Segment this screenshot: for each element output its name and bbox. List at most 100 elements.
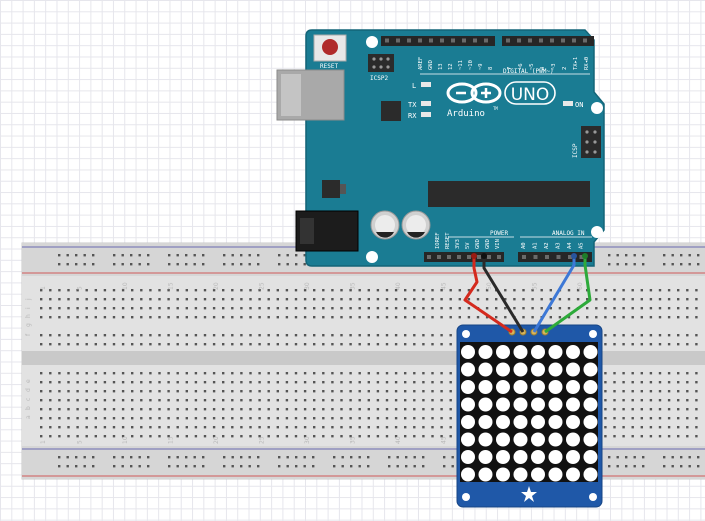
- terminal-hole[interactable]: [413, 381, 416, 384]
- terminal-hole[interactable]: [313, 417, 316, 420]
- rail-hole[interactable]: [147, 263, 150, 266]
- terminal-hole[interactable]: [358, 289, 361, 292]
- terminal-hole[interactable]: [531, 307, 534, 310]
- rail-hole[interactable]: [413, 465, 416, 468]
- terminal-hole[interactable]: [212, 372, 216, 375]
- terminal-hole[interactable]: [440, 316, 443, 319]
- terminal-hole[interactable]: [613, 435, 616, 438]
- terminal-hole[interactable]: [331, 289, 334, 292]
- terminal-hole[interactable]: [331, 390, 334, 393]
- terminal-hole[interactable]: [94, 307, 97, 310]
- terminal-hole[interactable]: [322, 390, 325, 393]
- terminal-hole[interactable]: [303, 316, 307, 319]
- terminal-hole[interactable]: [358, 372, 361, 375]
- terminal-hole[interactable]: [394, 343, 398, 346]
- terminal-hole[interactable]: [631, 381, 634, 384]
- header-pin[interactable]: [396, 38, 400, 43]
- terminal-hole[interactable]: [440, 343, 443, 346]
- terminal-hole[interactable]: [185, 408, 188, 411]
- terminal-hole[interactable]: [613, 426, 616, 429]
- terminal-hole[interactable]: [167, 435, 170, 438]
- terminal-hole[interactable]: [385, 417, 389, 420]
- terminal-hole[interactable]: [604, 316, 607, 319]
- terminal-hole[interactable]: [322, 298, 325, 301]
- terminal-hole[interactable]: [267, 372, 270, 375]
- terminal-hole[interactable]: [686, 390, 689, 393]
- terminal-hole[interactable]: [58, 372, 61, 375]
- terminal-hole[interactable]: [158, 334, 161, 337]
- terminal-hole[interactable]: [49, 417, 52, 420]
- terminal-hole[interactable]: [313, 316, 316, 319]
- terminal-hole[interactable]: [121, 408, 125, 411]
- rail-hole[interactable]: [168, 456, 171, 459]
- rail-hole[interactable]: [616, 263, 619, 266]
- terminal-hole[interactable]: [103, 417, 107, 420]
- terminal-hole[interactable]: [440, 307, 443, 310]
- terminal-hole[interactable]: [303, 289, 307, 292]
- rail-hole[interactable]: [312, 456, 315, 459]
- header-pin[interactable]: [457, 255, 461, 259]
- terminal-hole[interactable]: [176, 435, 179, 438]
- terminal-hole[interactable]: [58, 343, 61, 346]
- terminal-hole[interactable]: [640, 408, 643, 411]
- terminal-hole[interactable]: [121, 399, 125, 402]
- terminal-hole[interactable]: [367, 289, 370, 292]
- terminal-hole[interactable]: [67, 372, 70, 375]
- terminal-hole[interactable]: [294, 298, 298, 301]
- terminal-hole[interactable]: [103, 289, 107, 292]
- terminal-hole[interactable]: [94, 426, 97, 429]
- terminal-hole[interactable]: [112, 334, 116, 337]
- terminal-hole[interactable]: [222, 372, 225, 375]
- terminal-hole[interactable]: [203, 316, 207, 319]
- terminal-hole[interactable]: [658, 316, 662, 319]
- terminal-hole[interactable]: [686, 435, 689, 438]
- terminal-hole[interactable]: [121, 435, 125, 438]
- rail-hole[interactable]: [616, 465, 619, 468]
- terminal-hole[interactable]: [404, 343, 407, 346]
- terminal-hole[interactable]: [358, 399, 361, 402]
- rail-hole[interactable]: [350, 456, 353, 459]
- terminal-hole[interactable]: [622, 435, 625, 438]
- terminal-hole[interactable]: [376, 334, 380, 337]
- terminal-hole[interactable]: [613, 408, 616, 411]
- terminal-hole[interactable]: [667, 334, 671, 337]
- terminal-hole[interactable]: [677, 307, 680, 310]
- rail-hole[interactable]: [231, 263, 234, 266]
- terminal-hole[interactable]: [140, 408, 143, 411]
- terminal-hole[interactable]: [422, 381, 425, 384]
- terminal-hole[interactable]: [313, 298, 316, 301]
- rail-hole[interactable]: [303, 263, 306, 266]
- terminal-hole[interactable]: [367, 372, 370, 375]
- rail-hole[interactable]: [138, 263, 141, 266]
- terminal-hole[interactable]: [85, 417, 88, 420]
- terminal-hole[interactable]: [158, 399, 161, 402]
- terminal-hole[interactable]: [677, 298, 680, 301]
- terminal-hole[interactable]: [212, 334, 216, 337]
- terminal-hole[interactable]: [376, 435, 380, 438]
- terminal-hole[interactable]: [686, 316, 689, 319]
- rail-hole[interactable]: [697, 254, 700, 257]
- terminal-hole[interactable]: [49, 289, 52, 292]
- rail-hole[interactable]: [223, 263, 226, 266]
- rail-hole[interactable]: [413, 456, 416, 459]
- terminal-hole[interactable]: [449, 417, 452, 420]
- terminal-hole[interactable]: [531, 316, 534, 319]
- terminal-hole[interactable]: [240, 381, 243, 384]
- terminal-hole[interactable]: [140, 372, 143, 375]
- terminal-hole[interactable]: [285, 435, 289, 438]
- terminal-hole[interactable]: [604, 408, 607, 411]
- header-pin[interactable]: [477, 255, 481, 259]
- terminal-hole[interactable]: [622, 390, 625, 393]
- terminal-hole[interactable]: [85, 307, 88, 310]
- terminal-hole[interactable]: [231, 307, 234, 310]
- rail-hole[interactable]: [625, 456, 628, 459]
- terminal-hole[interactable]: [640, 316, 643, 319]
- terminal-hole[interactable]: [404, 298, 407, 301]
- terminal-hole[interactable]: [649, 307, 653, 310]
- terminal-hole[interactable]: [358, 316, 361, 319]
- terminal-hole[interactable]: [176, 372, 179, 375]
- rail-hole[interactable]: [303, 465, 306, 468]
- terminal-hole[interactable]: [313, 381, 316, 384]
- rail-hole[interactable]: [671, 465, 674, 468]
- rail-hole[interactable]: [223, 254, 226, 257]
